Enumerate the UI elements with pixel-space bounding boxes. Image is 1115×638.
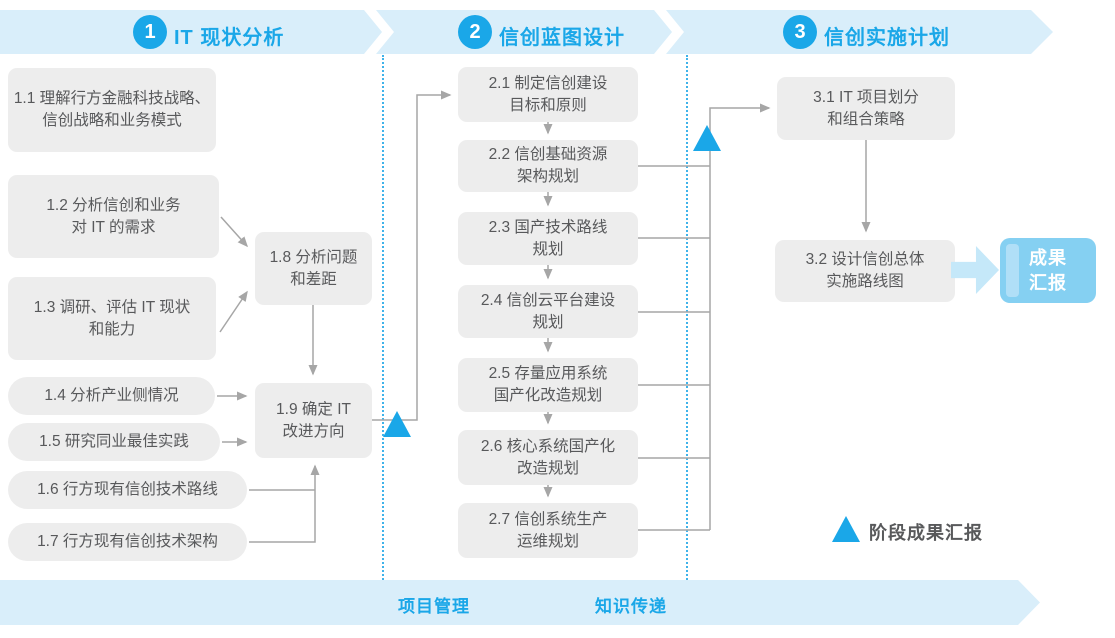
milestone-triangle-icon bbox=[383, 411, 411, 437]
box-1-6: 1.6 行方现有信创技术路线 bbox=[8, 471, 247, 509]
box-3-2: 3.2 设计信创总体 实施路线图 bbox=[775, 240, 955, 302]
legend-label: 阶段成果汇报 bbox=[869, 523, 983, 543]
box-2-7: 2.7 信创系统生产 运维规划 bbox=[458, 503, 638, 558]
box-2-4: 2.4 信创云平台建设 规划 bbox=[458, 285, 638, 338]
phase-1-title: IT 现状分析 bbox=[174, 27, 285, 49]
result-report-box: 成果 汇报 bbox=[1000, 238, 1096, 303]
phase-3-number-badge: 3 bbox=[783, 15, 817, 49]
phase-1-number-badge: 1 bbox=[133, 15, 167, 49]
legend-triangle-icon bbox=[832, 516, 860, 542]
box-2-1: 2.1 制定信创建设 目标和原则 bbox=[458, 67, 638, 122]
phase-3-title: 信创实施计划 bbox=[824, 27, 950, 49]
footer-label-knowledge-transfer: 知识传递 bbox=[595, 597, 667, 616]
box-1-1: 1.1 理解行方金融科技战略、 信创战略和业务模式 bbox=[8, 68, 216, 152]
box-1-9: 1.9 确定 IT 改进方向 bbox=[255, 383, 372, 458]
footer-band bbox=[0, 580, 1040, 625]
phase-2-title: 信创蓝图设计 bbox=[499, 27, 625, 49]
result-arrow-icon bbox=[951, 246, 999, 294]
box-1-5: 1.5 研究同业最佳实践 bbox=[8, 423, 220, 461]
result-box-accent-strip bbox=[1006, 244, 1019, 297]
box-3-1: 3.1 IT 项目划分 和组合策略 bbox=[777, 77, 955, 140]
box-1-8: 1.8 分析问题 和差距 bbox=[255, 232, 372, 305]
box-1-3: 1.3 调研、评估 IT 现状 和能力 bbox=[8, 277, 216, 360]
box-1-4: 1.4 分析产业侧情况 bbox=[8, 377, 215, 415]
box-1-2: 1.2 分析信创和业务 对 IT 的需求 bbox=[8, 175, 219, 258]
phase-band bbox=[0, 10, 1053, 54]
box-2-2: 2.2 信创基础资源 架构规划 bbox=[458, 140, 638, 192]
footer-label-project-management: 项目管理 bbox=[398, 597, 470, 616]
box-2-5: 2.5 存量应用系统 国产化改造规划 bbox=[458, 358, 638, 412]
milestone-triangle-icon bbox=[693, 125, 721, 151]
phase-2-number-badge: 2 bbox=[458, 15, 492, 49]
box-2-3: 2.3 国产技术路线 规划 bbox=[458, 212, 638, 265]
box-1-7: 1.7 行方现有信创技术架构 bbox=[8, 523, 247, 561]
phase-divider-line bbox=[686, 55, 688, 580]
box-2-6: 2.6 核心系统国产化 改造规划 bbox=[458, 430, 638, 485]
phase-divider-line bbox=[382, 55, 384, 580]
result-report-label: 成果 汇报 bbox=[1029, 248, 1067, 293]
